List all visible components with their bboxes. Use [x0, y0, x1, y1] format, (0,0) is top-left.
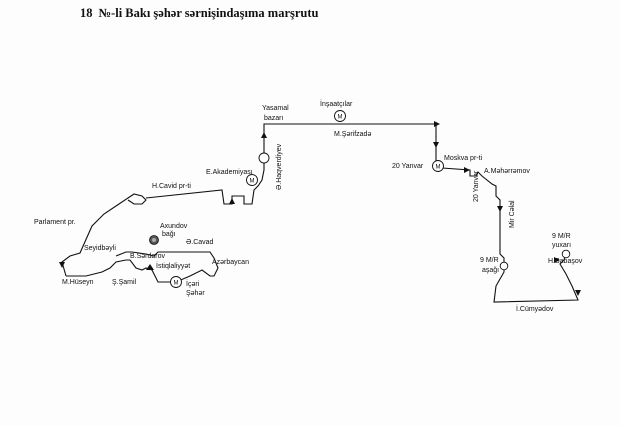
stop-circle-icon [561, 249, 571, 259]
direction-arrow [59, 262, 65, 268]
park-icon [149, 235, 159, 245]
label-e-akademiyasi: E.Akademiyası [206, 169, 253, 176]
svg-text:M: M [174, 280, 179, 286]
label-9mr-asagi: aşağı [482, 267, 499, 274]
direction-arrow [433, 142, 439, 148]
route-number: 18 [80, 6, 93, 20]
route-line [61, 123, 579, 303]
svg-text:M: M [338, 114, 343, 120]
metro-icon: M [170, 276, 182, 288]
label-m-huseyn: M.Hüseyn [62, 279, 94, 286]
label-20-yanvar: 20 Yanvar [392, 163, 424, 170]
direction-arrow [434, 121, 440, 127]
label-9mr-yuxari: yuxarı [552, 242, 571, 249]
stop-circle-icon [258, 152, 270, 164]
map-title: 18 №-li Bakı şəhər sərnişindaşıma marşrut… [80, 6, 318, 21]
svg-text:M: M [436, 164, 441, 170]
label-axundov: Axundov [160, 223, 188, 230]
label-o-haqverdiyev: Ə.Haqverdiyev [276, 143, 283, 190]
label-azerbaycan: Azərbaycan [212, 259, 249, 266]
label-9mr-asagi: 9 M/R [480, 257, 499, 264]
label-yasamal-bazari: bazarı [264, 115, 284, 122]
label-mir-celal: Mir Cəlal [509, 200, 516, 228]
label-9mr-yuxari: 9 M/R [552, 233, 571, 240]
direction-arrow [554, 257, 560, 263]
direction-arrow [229, 198, 235, 204]
metro-icon: M [432, 160, 444, 172]
label-a-meherremov: A.Məhərrəmov [484, 168, 530, 175]
label-s-samil: Ş.Şamil [112, 279, 137, 286]
label-parlament: Parlament pr. [34, 219, 76, 226]
stop-circle-icon [499, 261, 509, 271]
direction-arrow [575, 290, 581, 296]
direction-arrow [497, 206, 503, 212]
label-o-cavad: Ə.Cavad [186, 239, 214, 246]
label-axundov: bağı [162, 231, 176, 238]
label-m-serifzade: M.Şərifzadə [334, 131, 371, 138]
label-insaatcilar: İnşaatçılar [320, 99, 353, 108]
label-yasamal-bazari: Yasamal [262, 105, 289, 112]
label-icari-seher: İçəri [186, 279, 200, 288]
metro-icon: M [334, 110, 346, 122]
label-l-cumyadov: İ.Cümyədov [516, 304, 554, 313]
label-istiqlaliyyet: İstiqlaliyyət [156, 261, 190, 270]
svg-text:M: M [250, 178, 255, 184]
metro-icon: M [246, 174, 258, 186]
label-h-cavid: H.Cavid pr-ti [152, 183, 191, 190]
label-20-yanvar-vertical: 20 Yanvar [473, 170, 480, 202]
route-line-old-city [66, 251, 219, 283]
label-moskva: Moskva pr-ti [444, 155, 483, 162]
label-icari-seher: Şəhər [186, 290, 205, 297]
route-title-text: №-li Bakı şəhər sərnişindaşıma marşrutu [98, 6, 319, 20]
label-b-serdarov: B.Sərdarov [130, 253, 166, 260]
direction-arrow [146, 264, 154, 270]
direction-arrow [464, 167, 470, 173]
label-seyidbeyli: Seyidbəyli [84, 245, 116, 252]
label-h-babasov: H.Babaşov [548, 258, 583, 265]
direction-arrow [261, 132, 267, 138]
